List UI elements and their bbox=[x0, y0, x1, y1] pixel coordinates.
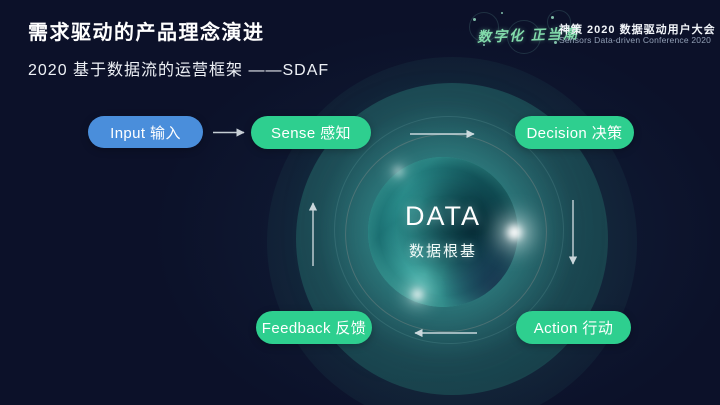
page-title: 需求驱动的产品理念演进 bbox=[28, 22, 265, 44]
sphere-highlight bbox=[412, 289, 423, 300]
node-sense: Sense 感知 bbox=[251, 116, 371, 149]
conference-name-cn: 神策 2020 数据驱动用户大会 bbox=[559, 24, 716, 36]
bubble-decoration bbox=[507, 20, 541, 54]
sphere-subtitle: 数据根基 bbox=[408, 243, 477, 260]
sparkle-icon bbox=[501, 12, 503, 14]
data-sphere: DATA 数据根基 bbox=[368, 157, 522, 307]
sparkle-icon bbox=[473, 18, 476, 21]
bubble-decoration bbox=[469, 12, 499, 42]
sparkle-icon bbox=[551, 16, 554, 19]
conference-logo: 数字化 正当潮 神策 2020 数据驱动用户大会 Sensors Data-dr… bbox=[455, 8, 715, 56]
sparkle-icon bbox=[554, 41, 557, 44]
sphere-title: DATA bbox=[404, 201, 481, 231]
node-decision: Decision 决策 bbox=[515, 116, 634, 149]
slide-subtitle: 2020 基于数据流的运营框架 ——SDAF bbox=[28, 62, 330, 79]
node-input: Input 输入 bbox=[88, 116, 203, 148]
sparkle-icon bbox=[483, 44, 485, 46]
conference-name-en: Sensors Data-driven Conference 2020 bbox=[559, 35, 712, 45]
sphere-highlight bbox=[507, 225, 522, 240]
node-feedback: Feedback 反馈 bbox=[256, 311, 372, 344]
sphere-highlight bbox=[394, 167, 403, 176]
bubble-decoration bbox=[547, 10, 571, 34]
sphere-label: DATA 数据根基 bbox=[368, 201, 518, 261]
node-action: Action 行动 bbox=[516, 311, 631, 344]
